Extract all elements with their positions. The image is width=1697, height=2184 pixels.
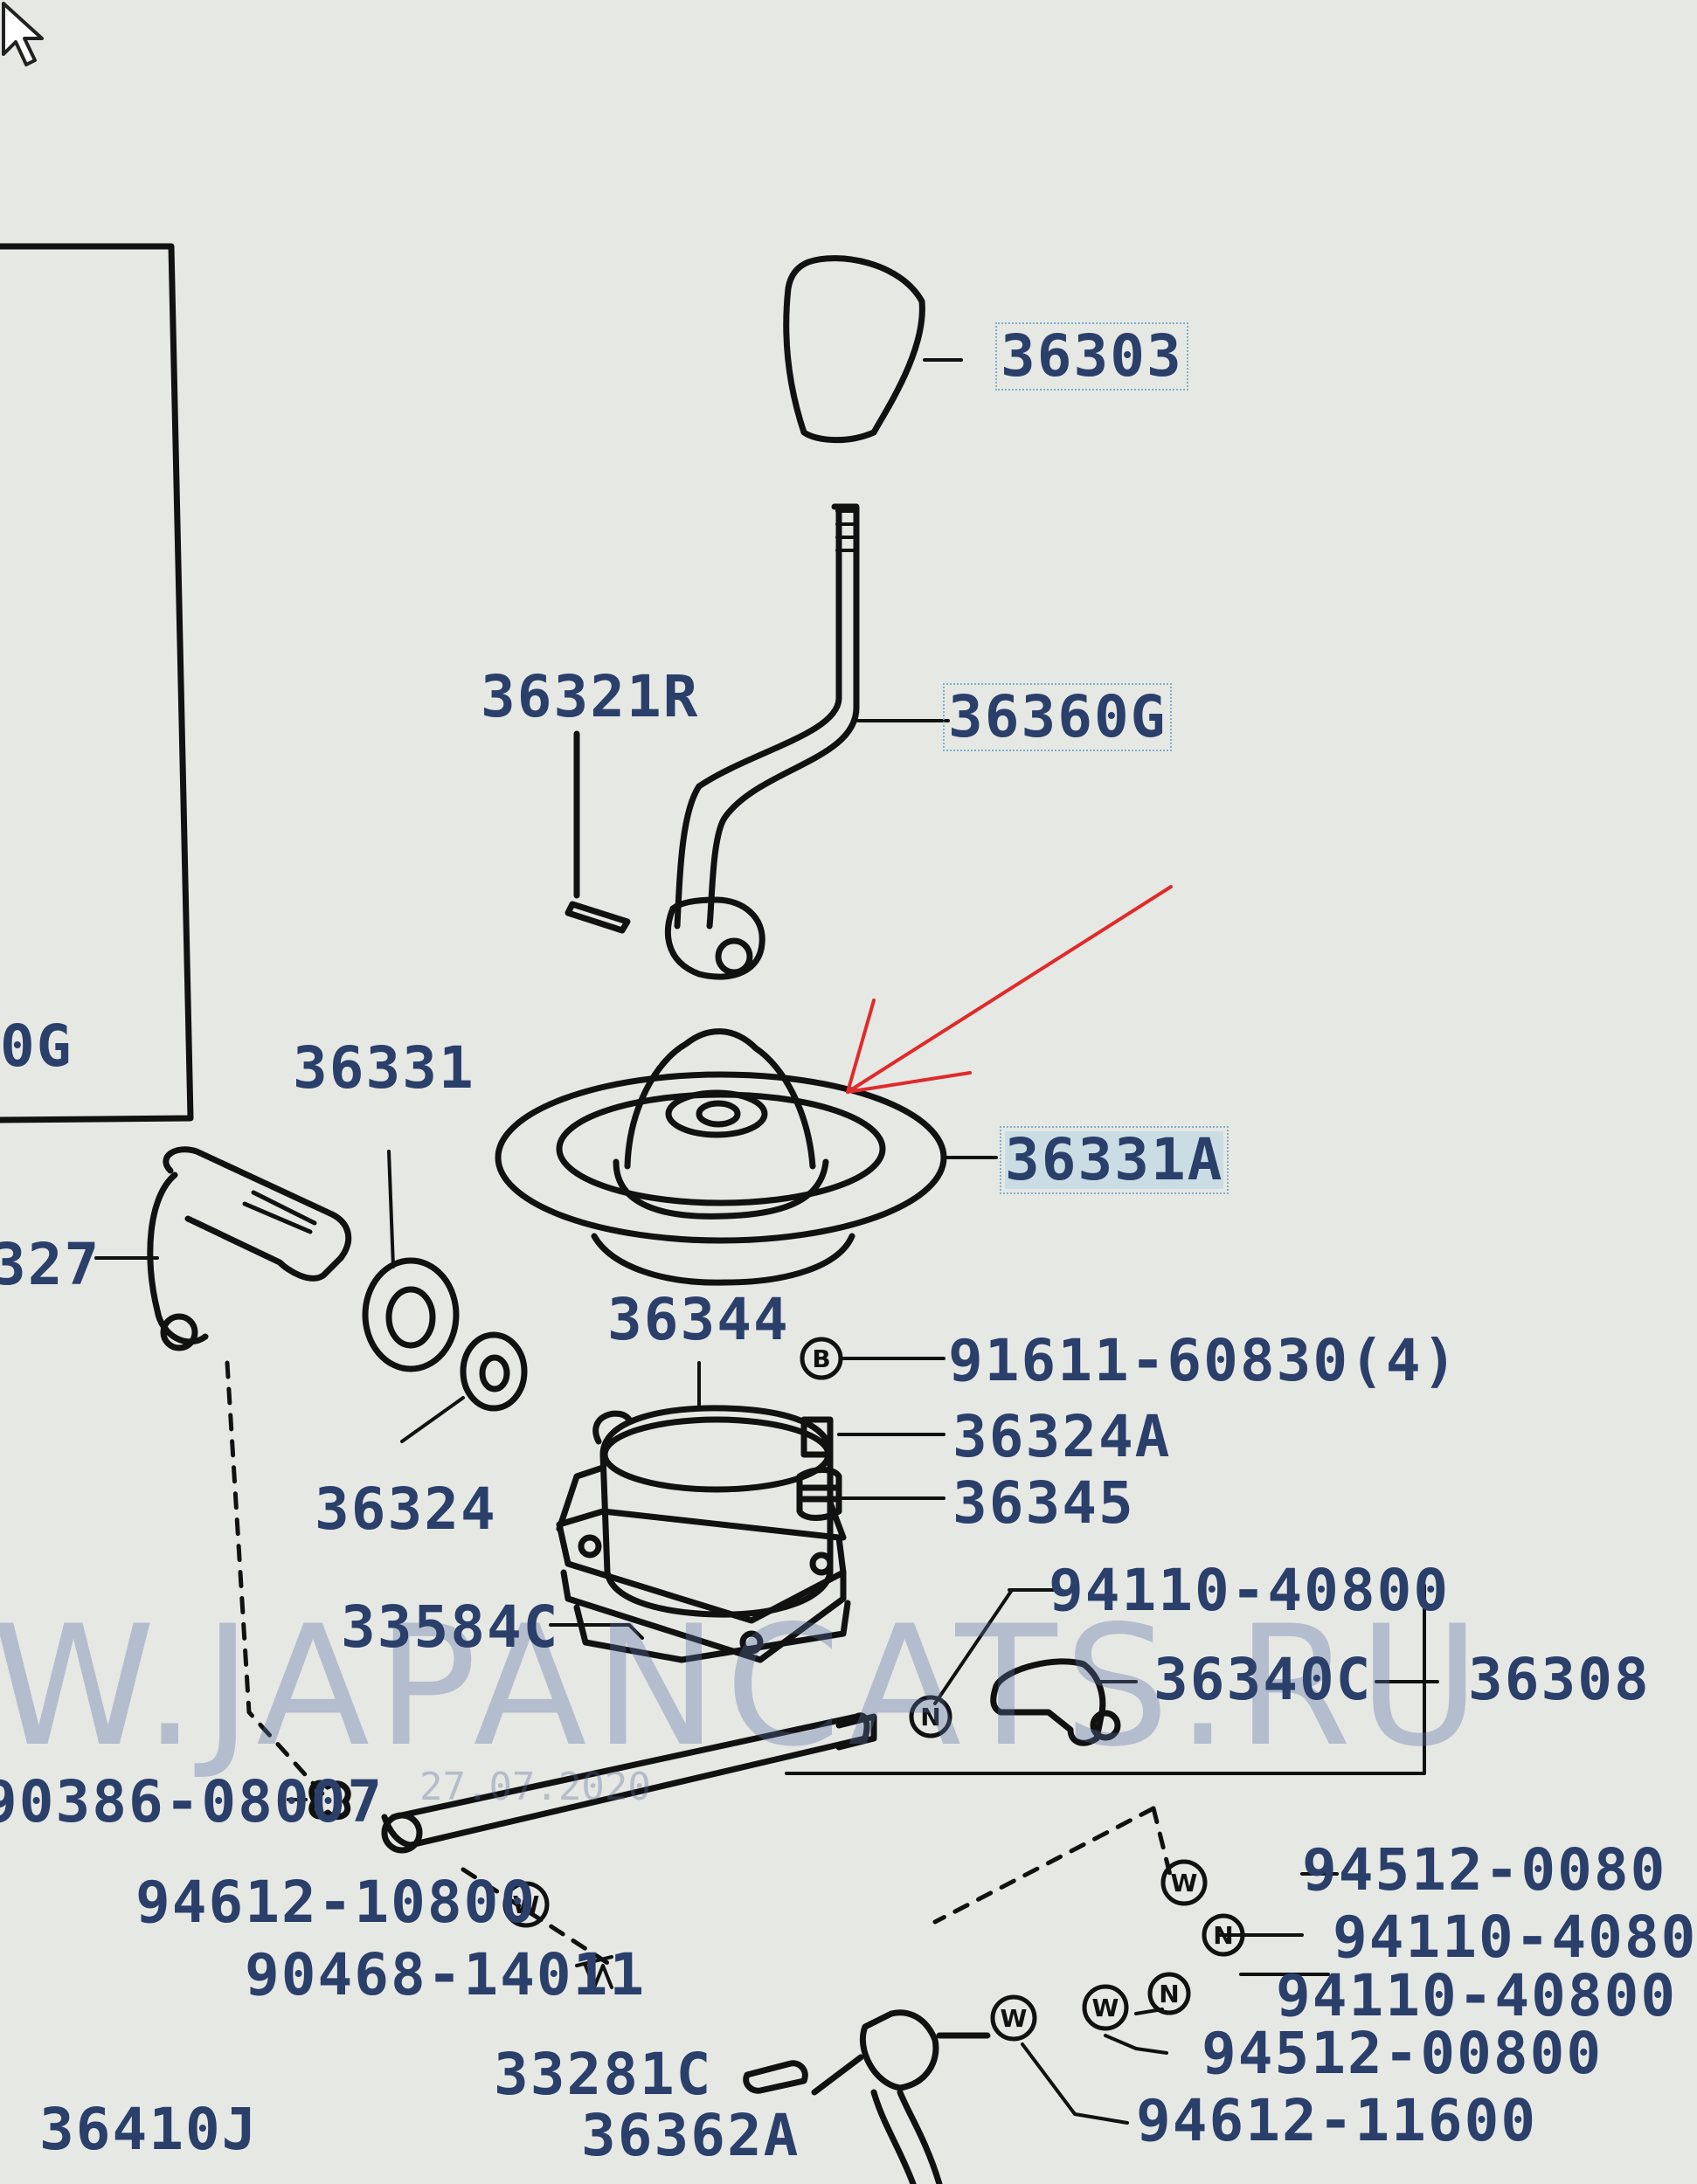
part-36303[interactable]: 36303 [995,322,1188,390]
mouse-cursor-icon [2,2,44,66]
symbol-n1: N [920,1703,940,1731]
symbol-w2: W [1092,1994,1119,2022]
part-327[interactable]: 327 [0,1231,101,1298]
symbol-n2: N [1213,1921,1233,1950]
spring [796,1467,842,1521]
symbol-w2-circle [1082,1984,1129,2031]
part-94110-40800-c[interactable]: 94110-40800 [1276,1962,1678,2029]
part-36324A[interactable]: 36324A [952,1403,1172,1470]
part-36362A[interactable]: 36362A [581,2102,800,2169]
diagram-drawing: B N W N N W W W [0,243,1439,2184]
part-94512-0080[interactable]: 94512-0080 [1302,1836,1667,1904]
bushing [362,1257,460,1372]
symbol-n3: N [1159,1980,1179,2008]
symbol-n2-circle [1202,1913,1245,1957]
part-94612-10800[interactable]: 94612-10800 [135,1869,537,1936]
symbol-n3-circle [1147,1972,1191,2015]
symbol-b: B [812,1344,830,1373]
shift-knob [783,255,925,444]
part-94512-00800[interactable]: 94512-00800 [1202,2020,1603,2087]
lever-base [665,896,765,980]
inset-box [0,243,194,1123]
washer [460,1331,528,1412]
watermark: W.JAPANCATS.RU [0,1590,1487,1783]
part-36410J[interactable]: 36410J [39,2096,259,2163]
collar [800,1416,834,1458]
symbol-w1-circle [1160,1859,1208,1906]
part-36331A[interactable]: 36331A [999,1126,1229,1194]
symbol-w4: W [513,1890,540,1919]
symbol-w3: W [1001,2004,1028,2033]
date-stamp: 27.07.2020 [419,1765,651,1809]
part-90386-08007[interactable]: 90386-08007 [0,1768,384,1835]
symbol-w4-circle [502,1881,550,1928]
symbol-w1: W [1171,1869,1198,1897]
part-90468-14011[interactable]: 90468-14011 [245,1941,647,2008]
part-36360G[interactable]: 36360G [942,683,1173,751]
part-36340C[interactable]: 36340C [1153,1646,1373,1713]
part-36331[interactable]: 36331 [293,1034,475,1102]
symbol-n1-circle [909,1695,952,1738]
lower-link [859,2009,939,2091]
part-94110-4080[interactable]: 94110-4080 [1333,1904,1697,1971]
symbol-b-circle [800,1337,843,1380]
part-0G[interactable]: 0G [0,1013,73,1080]
part-36344[interactable]: 36344 [607,1286,790,1353]
linkage-arm [163,1146,352,1282]
part-91611-60830[interactable]: 91611-60830(4) [948,1327,1459,1394]
part-94612-11600[interactable]: 94612-11600 [1136,2087,1538,2154]
part-33281C[interactable]: 33281C [494,2041,713,2108]
shift-lever [706,503,860,930]
red-arrow [846,885,1173,1094]
part-94110-40800-a[interactable]: 94110-40800 [1049,1557,1451,1624]
part-33584C[interactable]: 33584C [341,1593,560,1661]
part-36308[interactable]: 36308 [1468,1646,1651,1713]
symbol-w3-circle [990,1994,1037,2042]
part-36345[interactable]: 36345 [952,1469,1135,1537]
part-36321R[interactable]: 36321R [481,663,700,730]
part-36324[interactable]: 36324 [315,1476,497,1543]
